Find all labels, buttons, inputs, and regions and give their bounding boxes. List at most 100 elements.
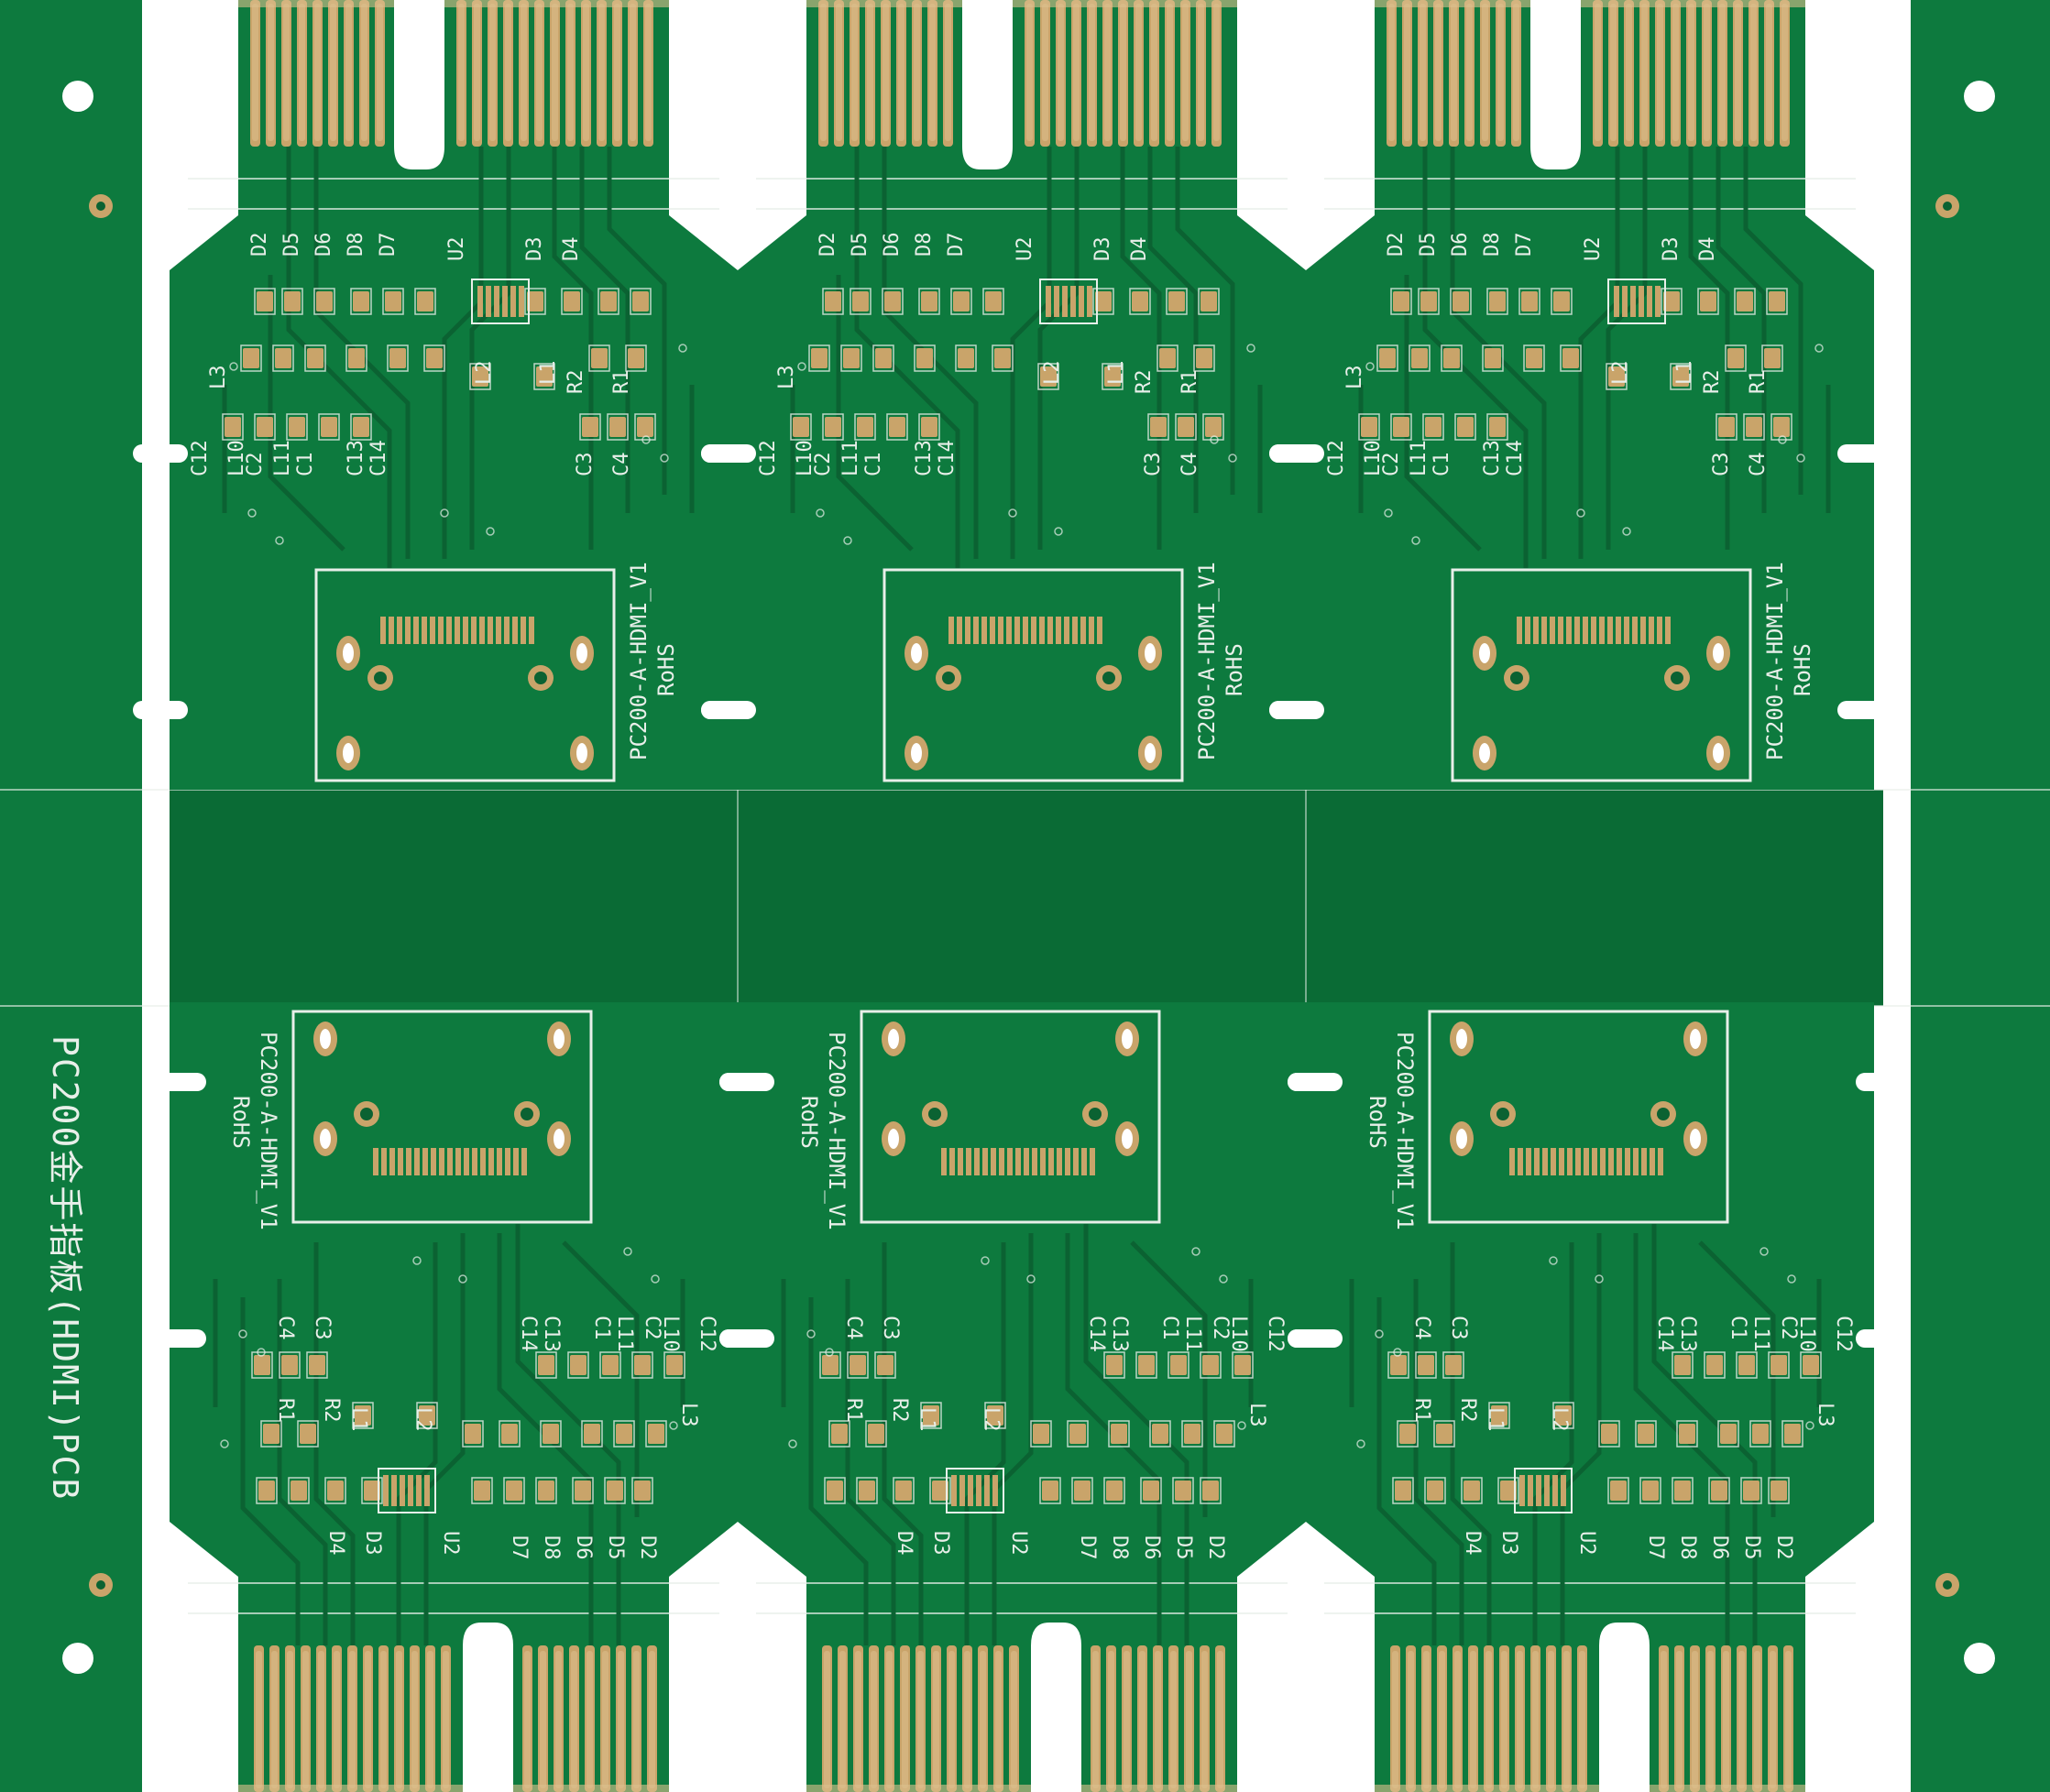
smd-pad bbox=[634, 1481, 651, 1501]
gold-finger-highlight bbox=[1532, 1651, 1539, 1788]
silk-designator: C12 bbox=[189, 440, 212, 476]
smd-pad bbox=[1427, 1481, 1443, 1501]
smd-pad bbox=[472, 366, 488, 387]
pad-outline bbox=[1497, 1477, 1519, 1504]
silk-designator: C4 bbox=[842, 1316, 865, 1340]
pad-outline bbox=[1415, 1351, 1437, 1379]
silk-designator: D7 bbox=[945, 233, 968, 257]
smd-pad bbox=[634, 1355, 651, 1375]
gold-finger-highlight bbox=[524, 1651, 531, 1788]
connector-pin bbox=[1551, 1148, 1556, 1175]
pad-outline bbox=[1358, 413, 1380, 441]
v-score-slot bbox=[701, 444, 756, 463]
via bbox=[1805, 1421, 1814, 1430]
gold-finger-highlight bbox=[1108, 1651, 1114, 1788]
silk-designator: C2 bbox=[1209, 1316, 1232, 1340]
smd-pad bbox=[1485, 348, 1501, 368]
middle-break-strip bbox=[170, 790, 1883, 1006]
gold-finger-highlight bbox=[929, 4, 936, 141]
pad-outline bbox=[882, 288, 904, 315]
pad-outline bbox=[1518, 288, 1540, 315]
connector-pin bbox=[1584, 1148, 1589, 1175]
smd-pad bbox=[852, 291, 869, 311]
silk-designator: D4 bbox=[893, 1531, 915, 1556]
pad-outline bbox=[1181, 1420, 1203, 1448]
pad-outline bbox=[581, 1420, 603, 1448]
connector-pin bbox=[1583, 617, 1588, 644]
gold-finger-highlight bbox=[1657, 4, 1663, 141]
silk-designator: D6 bbox=[1140, 1535, 1163, 1560]
gold-edge bbox=[1375, 0, 1530, 7]
copper-trace bbox=[1716, 147, 1767, 513]
u2-pin bbox=[416, 1475, 422, 1506]
silk-designator: C3 bbox=[311, 1316, 334, 1340]
pad-outline bbox=[929, 1477, 951, 1504]
silk-designator: D7 bbox=[508, 1535, 531, 1560]
gold-finger-highlight bbox=[1217, 1651, 1223, 1788]
silk-designator: L3 bbox=[677, 1403, 700, 1427]
connector-pin bbox=[1048, 1148, 1054, 1175]
pad-outline bbox=[1039, 1477, 1061, 1504]
smd-pad bbox=[1453, 291, 1469, 311]
u2-pin bbox=[1536, 1475, 1541, 1506]
pad-outline bbox=[1147, 413, 1169, 441]
via bbox=[1228, 453, 1237, 463]
connector-pin bbox=[1616, 617, 1621, 644]
silk-designator: D8 bbox=[1676, 1535, 1699, 1560]
smd-pad bbox=[1104, 366, 1121, 387]
smd-pad bbox=[1033, 1424, 1049, 1444]
connector-pin bbox=[1089, 617, 1094, 644]
pad-outline bbox=[850, 288, 872, 315]
pad-outline bbox=[1193, 344, 1215, 372]
pad-outline bbox=[1390, 413, 1412, 441]
pad-outline bbox=[1560, 344, 1582, 372]
connector-post-hole bbox=[1089, 1108, 1102, 1120]
smd-pad bbox=[1638, 1424, 1654, 1444]
gold-finger-highlight bbox=[552, 4, 558, 141]
silk-designator: C4 bbox=[1178, 453, 1201, 477]
pad-outline bbox=[865, 1420, 887, 1448]
pad-outline bbox=[1071, 1477, 1093, 1504]
connector-pin bbox=[504, 617, 510, 644]
connector-pin bbox=[990, 617, 995, 644]
connector-pin bbox=[488, 1148, 494, 1175]
u2-pin bbox=[1528, 1475, 1533, 1506]
via bbox=[1759, 1247, 1769, 1256]
copper-trace bbox=[845, 1279, 896, 1645]
smd-pad bbox=[827, 1481, 843, 1501]
silk-designator: D5 bbox=[1172, 1535, 1195, 1560]
smd-pad bbox=[316, 291, 333, 311]
smd-pad bbox=[570, 1355, 586, 1375]
connector-pin bbox=[1518, 1148, 1523, 1175]
u2-pin bbox=[1561, 1475, 1566, 1506]
smd-pad bbox=[1106, 1481, 1123, 1501]
connector-pin bbox=[1608, 1148, 1614, 1175]
pad-outline bbox=[1672, 1477, 1694, 1504]
gold-finger-highlight bbox=[1170, 1651, 1177, 1788]
u2-pin bbox=[486, 286, 491, 317]
pad-outline bbox=[1708, 1477, 1730, 1504]
gold-finger-highlight bbox=[1548, 1651, 1554, 1788]
pad-outline bbox=[1202, 413, 1224, 441]
pad-outline bbox=[1716, 413, 1738, 441]
gold-finger-highlight bbox=[1135, 4, 1142, 141]
pad-outline bbox=[535, 1477, 557, 1504]
connector-pin bbox=[496, 617, 501, 644]
gold-finger-highlight bbox=[1435, 4, 1442, 141]
silk-part-label: PC200-A-HDMI_V1 bbox=[626, 562, 652, 760]
smd-pad bbox=[309, 1355, 325, 1375]
smd-pad bbox=[831, 1424, 848, 1444]
u2-pin bbox=[1087, 286, 1092, 317]
gold-finger-highlight bbox=[1392, 1651, 1398, 1788]
silk-designator: D7 bbox=[377, 233, 400, 257]
silk-designator: D3 bbox=[1660, 237, 1683, 262]
connector-pin bbox=[389, 617, 394, 644]
smd-pad bbox=[243, 348, 259, 368]
smd-pad bbox=[1202, 1481, 1219, 1501]
pad-outline bbox=[663, 1351, 685, 1379]
pad-outline bbox=[288, 1477, 310, 1504]
gold-finger-highlight bbox=[1167, 4, 1173, 141]
u2-pin bbox=[1046, 286, 1051, 317]
copper-trace bbox=[1147, 147, 1199, 513]
